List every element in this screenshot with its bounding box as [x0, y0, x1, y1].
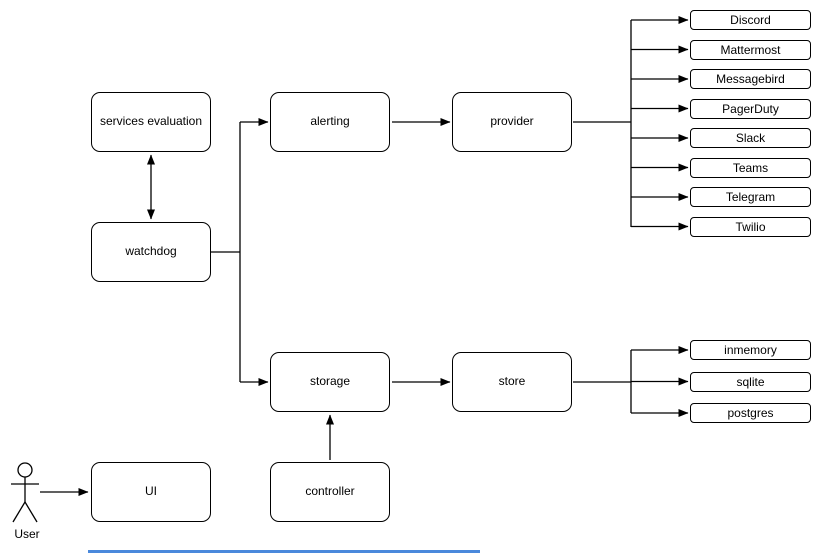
provider-target-item: PagerDuty [690, 98, 811, 119]
horizontal-scrollbar[interactable] [88, 550, 480, 553]
provider-target-item: Teams [690, 157, 811, 178]
node-services-evaluation: services evaluation [91, 92, 211, 152]
user-actor-label: User [14, 527, 40, 541]
provider-target-item: Messagebird [690, 69, 811, 89]
store-target-item: postgres [690, 403, 811, 423]
node-watchdog: watchdog [91, 222, 211, 282]
user-actor-icon [11, 462, 39, 523]
provider-target-item: Mattermost [690, 39, 811, 60]
store-target-item: inmemory [690, 340, 811, 360]
provider-target-item: Twilio [690, 216, 811, 237]
provider-target-item: Discord [690, 10, 811, 30]
node-controller: controller [270, 462, 390, 522]
edge-store-targets [573, 346, 689, 417]
node-alerting: alerting [270, 92, 390, 152]
provider-target-item: Telegram [690, 187, 811, 207]
node-store: store [452, 352, 572, 412]
node-ui: UI [91, 462, 211, 522]
store-target-item: sqlite [690, 371, 811, 392]
store-target-list: inmemory sqlite postgres [690, 340, 811, 423]
edge-provider-targets [573, 16, 689, 231]
node-storage: storage [270, 352, 390, 412]
edge-watchdog-branch [211, 118, 269, 386]
provider-target-item: Slack [690, 128, 811, 148]
node-provider: provider [452, 92, 572, 152]
